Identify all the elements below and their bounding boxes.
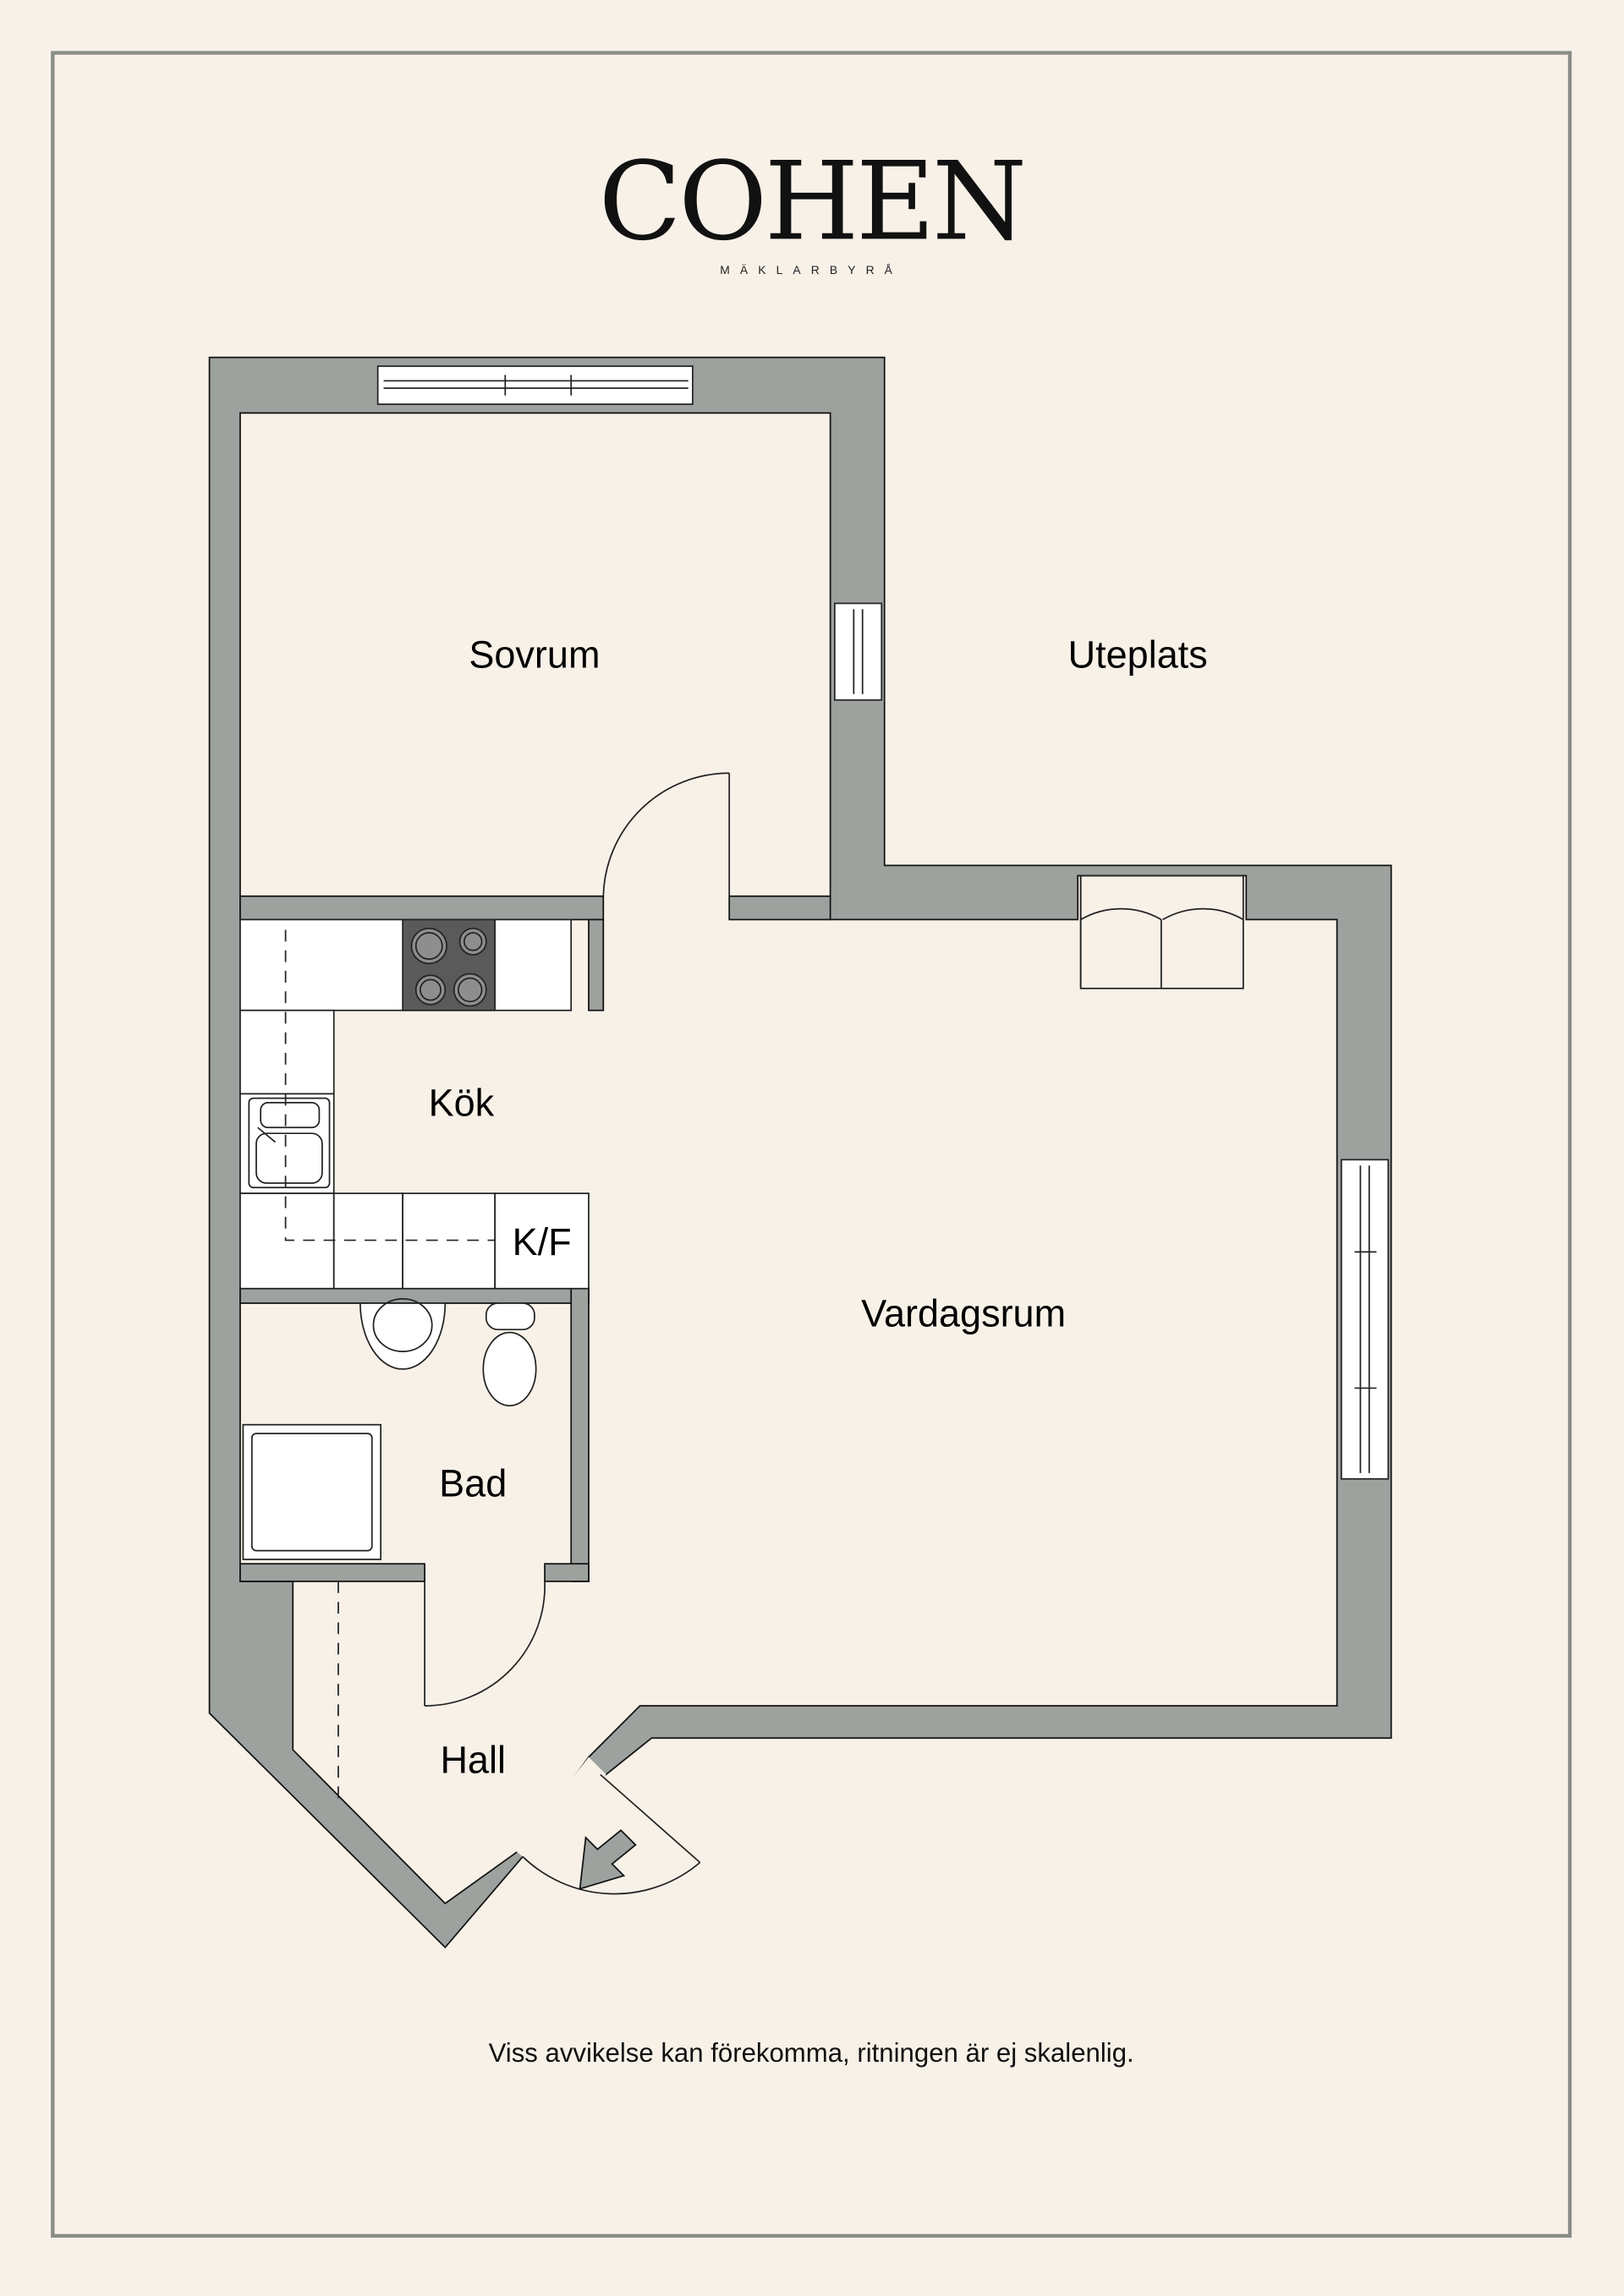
page-frame [51, 51, 1572, 2238]
interior-floor [239, 412, 1338, 1904]
entrance-opening [515, 1756, 606, 1863]
room-label-living-room: Vardagsrum [861, 1292, 1066, 1335]
entrance-arrow-icon [579, 1829, 637, 1890]
kitchen-sink-icon [248, 1097, 331, 1189]
brand-name: COHEN [599, 139, 1024, 265]
window-top [376, 365, 694, 405]
brand-tagline: MÄKLARBYRÅ [720, 263, 903, 277]
room-label-patio: Uteplats [1068, 633, 1208, 677]
bathroom-door [424, 1581, 546, 1707]
room-label-bathroom: Bad [439, 1462, 507, 1505]
bathroom-sink-icon [359, 1297, 447, 1370]
room-label-kitchen: Kök [429, 1081, 495, 1124]
patio-double-door [1079, 874, 1244, 989]
stove-icon [402, 918, 497, 1011]
window-living-room [1340, 1159, 1390, 1480]
window-bedroom-side [833, 602, 883, 701]
disclaimer: Viss avvikelse kan förekomma, ritningen … [489, 2038, 1134, 2068]
toilet-icon [482, 1302, 537, 1407]
brand-logo: COHEN MÄKLARBYRÅ [599, 139, 1028, 277]
shower-icon [242, 1423, 382, 1560]
entrance-door [522, 1773, 701, 1895]
room-label-bedroom: Sovrum [469, 633, 600, 677]
kitchen-dashed-line [284, 929, 496, 1241]
fridge-freezer-label: K/F [513, 1220, 572, 1263]
bedroom-door [602, 772, 731, 896]
room-label-hall: Hall [440, 1739, 506, 1782]
